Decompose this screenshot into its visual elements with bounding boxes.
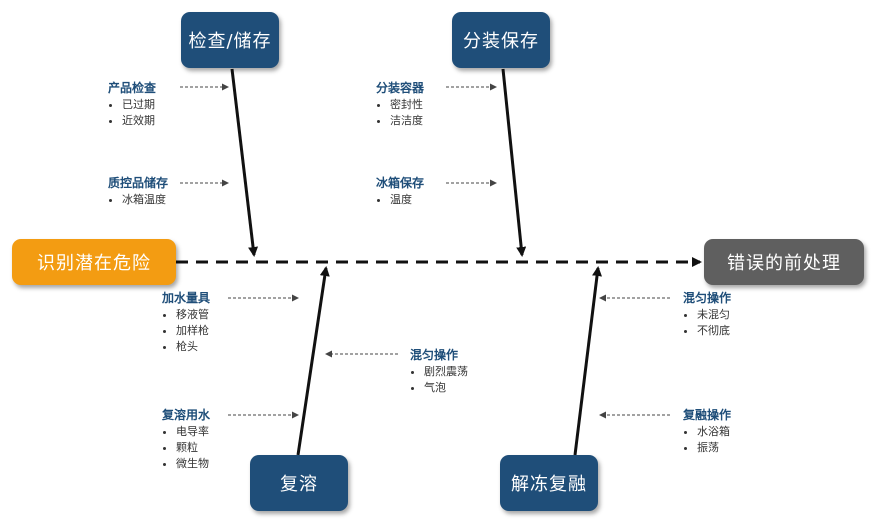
cause-item: 冰箱温度 xyxy=(122,192,168,208)
cause-group-water: 复溶用水 电导率 颗粒 微生物 xyxy=(162,407,210,472)
bone-split xyxy=(501,68,527,257)
cause-item: 密封性 xyxy=(390,97,424,113)
cause-group-title: 质控品储存 xyxy=(108,176,169,190)
category-reconstitute: 复溶 xyxy=(250,455,348,511)
cause-item: 未混匀 xyxy=(697,307,731,323)
cause-item: 温度 xyxy=(390,192,424,208)
result-box: 错误的前处理 xyxy=(704,239,864,285)
bone-check xyxy=(230,68,259,257)
cause-item: 枪头 xyxy=(176,339,210,355)
cause-item: 加样枪 xyxy=(176,323,210,339)
bone-thaw xyxy=(573,266,602,456)
cause-item: 微生物 xyxy=(176,456,210,472)
cause-group-title: 混匀操作 xyxy=(683,291,732,305)
cause-group-container: 分装容器 密封性 洁洁度 xyxy=(376,80,424,129)
cause-group-mix-operation-2: 混匀操作 未混匀 不彻底 xyxy=(683,290,731,339)
cause-group-mix-operation: 混匀操作 剧烈震荡 气泡 xyxy=(410,347,468,396)
bone-reconstitute xyxy=(296,266,330,456)
cause-group-title: 产品检查 xyxy=(108,81,157,95)
cause-item: 颗粒 xyxy=(176,440,210,456)
category-split-storage: 分装保存 xyxy=(452,12,550,68)
cause-group-qc-storage: 质控品储存 冰箱温度 xyxy=(108,175,168,208)
cause-group-product-check: 产品检查 已过期 近效期 xyxy=(108,80,156,129)
head-box: 识别潜在危险 xyxy=(12,239,176,285)
cause-item: 水浴箱 xyxy=(697,424,731,440)
cause-item: 不彻底 xyxy=(697,323,731,339)
category-thaw: 解冻复融 xyxy=(500,455,598,511)
cause-item: 洁洁度 xyxy=(390,113,424,129)
cause-group-title: 冰箱保存 xyxy=(376,176,425,190)
cause-group-title: 混匀操作 xyxy=(410,348,459,362)
cause-group-thaw-operation: 复融操作 水浴箱 振荡 xyxy=(683,407,731,456)
cause-item: 电导率 xyxy=(176,424,210,440)
cause-item: 近效期 xyxy=(122,113,156,129)
cause-group-title: 复融操作 xyxy=(683,408,732,422)
cause-item: 移液管 xyxy=(176,307,210,323)
cause-group-title: 加水量具 xyxy=(162,291,211,305)
cause-group-title: 复溶用水 xyxy=(162,408,211,422)
cause-item: 已过期 xyxy=(122,97,156,113)
cause-group-pipette: 加水量具 移液管 加样枪 枪头 xyxy=(162,290,210,355)
cause-group-fridge: 冰箱保存 温度 xyxy=(376,175,424,208)
cause-item: 振荡 xyxy=(697,440,731,456)
category-check-storage: 检查/储存 xyxy=(181,12,279,68)
cause-group-title: 分装容器 xyxy=(376,81,425,95)
cause-item: 气泡 xyxy=(424,380,468,396)
cause-item: 剧烈震荡 xyxy=(424,364,468,380)
